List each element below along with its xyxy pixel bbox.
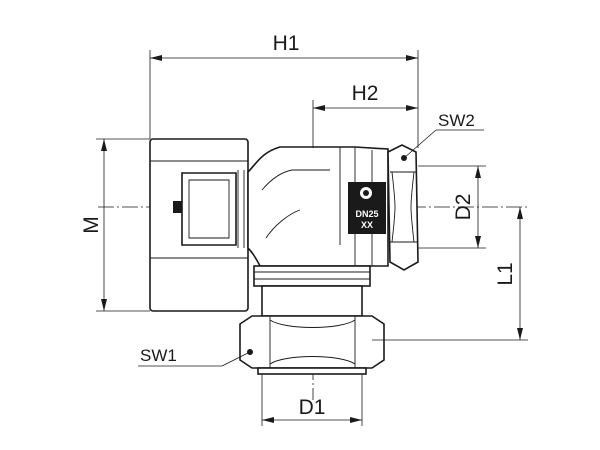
union-nut-left xyxy=(149,138,249,312)
callout-label-sw1: SW1 xyxy=(140,346,177,365)
body-marking-plate xyxy=(348,182,386,234)
size-marking: DN25 xyxy=(355,209,378,219)
dimension-h2: H2 xyxy=(312,82,418,148)
dimension-d2: D2 xyxy=(418,165,486,249)
callout-label-sw2: SW2 xyxy=(438,111,475,130)
seal-ring xyxy=(173,201,182,213)
dimension-label-l1: L1 xyxy=(494,262,517,285)
dimension-label-h1: H1 xyxy=(273,32,300,55)
bottom-neck xyxy=(253,265,371,317)
callout-sw1: SW1 xyxy=(138,346,251,367)
code-marking: XX xyxy=(361,220,373,230)
dimension-d1: D1 xyxy=(261,374,363,426)
hex-nut-right xyxy=(387,144,419,271)
callout-sw2: SW2 xyxy=(403,111,484,159)
dimension-h1: H1 xyxy=(149,32,419,148)
dimension-l1: L1 xyxy=(372,207,528,341)
dimension-label-h2: H2 xyxy=(352,82,379,105)
elbow-body: DN25 XX xyxy=(247,146,414,267)
hex-nut-bottom xyxy=(239,315,385,375)
dimension-label-d1: D1 xyxy=(299,396,326,419)
dimension-label-d2: D2 xyxy=(452,194,475,221)
dimension-label-m: M xyxy=(80,216,103,234)
dimension-m: M xyxy=(80,138,150,312)
